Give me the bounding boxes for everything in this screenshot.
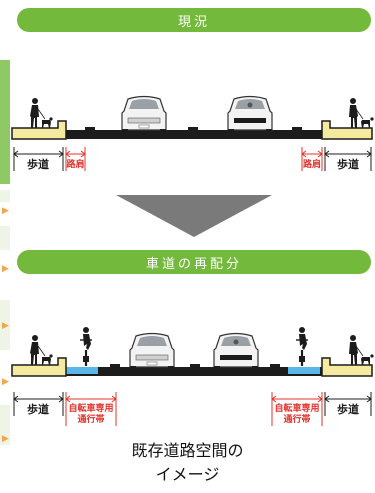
- right-bike-lane-dimension: [271, 392, 323, 426]
- caption-line-1: 既存道路空間の: [131, 441, 244, 460]
- reallocation-banner: 車道の再配分: [17, 250, 371, 274]
- pedestrian-with-dog-icon: [349, 98, 374, 128]
- cyclist-icon: [80, 327, 92, 366]
- left-sidewalk-label: 歩道: [27, 157, 49, 171]
- left-bike-lane-dimension: [65, 392, 117, 426]
- right-sidewalk-label: 歩道: [337, 402, 359, 416]
- lane-marker: [110, 364, 120, 368]
- pedestrian-with-dog-icon: [30, 335, 53, 365]
- current-state-title: 現況: [177, 14, 210, 30]
- strip-block: [0, 190, 10, 202]
- right-bike-lane-label-sub: 通行帯: [283, 413, 310, 425]
- pedestrian-with-dog-icon: [349, 335, 374, 365]
- lane-marker: [270, 364, 280, 368]
- cyclist-icon: [296, 327, 308, 366]
- lane-marker: [85, 127, 95, 131]
- down-arrow-icon: [116, 195, 272, 237]
- lane-marker: [188, 127, 198, 131]
- left-sidewalk-dimension: [13, 392, 64, 416]
- current-state-banner: 現況: [17, 8, 371, 32]
- left-side-strip: ▶ ▶ ▶ ▶ ▶: [0, 60, 12, 493]
- right-sidewalk-label: 歩道: [337, 157, 359, 171]
- left-bike-lane-label-sub: 通行帯: [77, 413, 104, 425]
- strip-arrow-icon[interactable]: ▶: [2, 264, 9, 274]
- right-sidewalk: [321, 120, 373, 140]
- left-shoulder-label: 路肩: [66, 158, 84, 170]
- right-sidewalk-dimension: [324, 147, 372, 171]
- left-sidewalk-dimension: [13, 147, 64, 171]
- strip-arrow-icon[interactable]: ▶: [2, 377, 9, 387]
- car-front-icon: [129, 332, 175, 372]
- strip-arrow-icon[interactable]: ▶: [2, 321, 9, 331]
- right-shoulder-dimension: [301, 147, 323, 171]
- left-sidewalk: [11, 357, 67, 377]
- left-bike-lane-label: 自転車専用: [68, 402, 113, 414]
- car-front-icon: [227, 95, 273, 135]
- strip-arrow-icon[interactable]: ▶: [2, 206, 9, 216]
- caption-line-2: イメージ: [155, 465, 220, 484]
- car-front-icon: [121, 95, 167, 135]
- strip-block: [0, 405, 10, 445]
- reallocated-road-cross-section: 歩道 自転車専用 通行帯 自転車専用 通行帯 歩道: [0, 322, 375, 432]
- right-shoulder-label: 路肩: [303, 158, 321, 170]
- reallocation-title: 車道の再配分: [145, 256, 242, 272]
- strip-block: [0, 226, 10, 250]
- image-caption: 既存道路空間の イメージ: [0, 439, 375, 487]
- right-bike-lane: [288, 367, 320, 374]
- car-front-icon: [213, 332, 259, 372]
- right-sidewalk-dimension: [324, 392, 372, 416]
- strip-block: [0, 60, 10, 184]
- lane-marker: [292, 127, 302, 131]
- strip-block: [0, 300, 10, 350]
- left-sidewalk-label: 歩道: [27, 402, 49, 416]
- left-shoulder-dimension: [65, 147, 86, 171]
- road-surface: [65, 130, 323, 139]
- transition-arrow: [0, 195, 375, 240]
- current-road-cross-section: 歩道 路肩 路肩 歩道: [0, 85, 375, 185]
- left-sidewalk: [11, 120, 67, 140]
- left-bike-lane: [66, 367, 98, 374]
- strip-arrow-icon[interactable]: ▶: [2, 434, 9, 444]
- lane-marker: [190, 364, 200, 368]
- right-bike-lane-label: 自転車専用: [274, 402, 319, 414]
- right-sidewalk: [321, 357, 373, 377]
- road-surface: [65, 367, 323, 376]
- pedestrian-with-dog-icon: [30, 98, 53, 128]
